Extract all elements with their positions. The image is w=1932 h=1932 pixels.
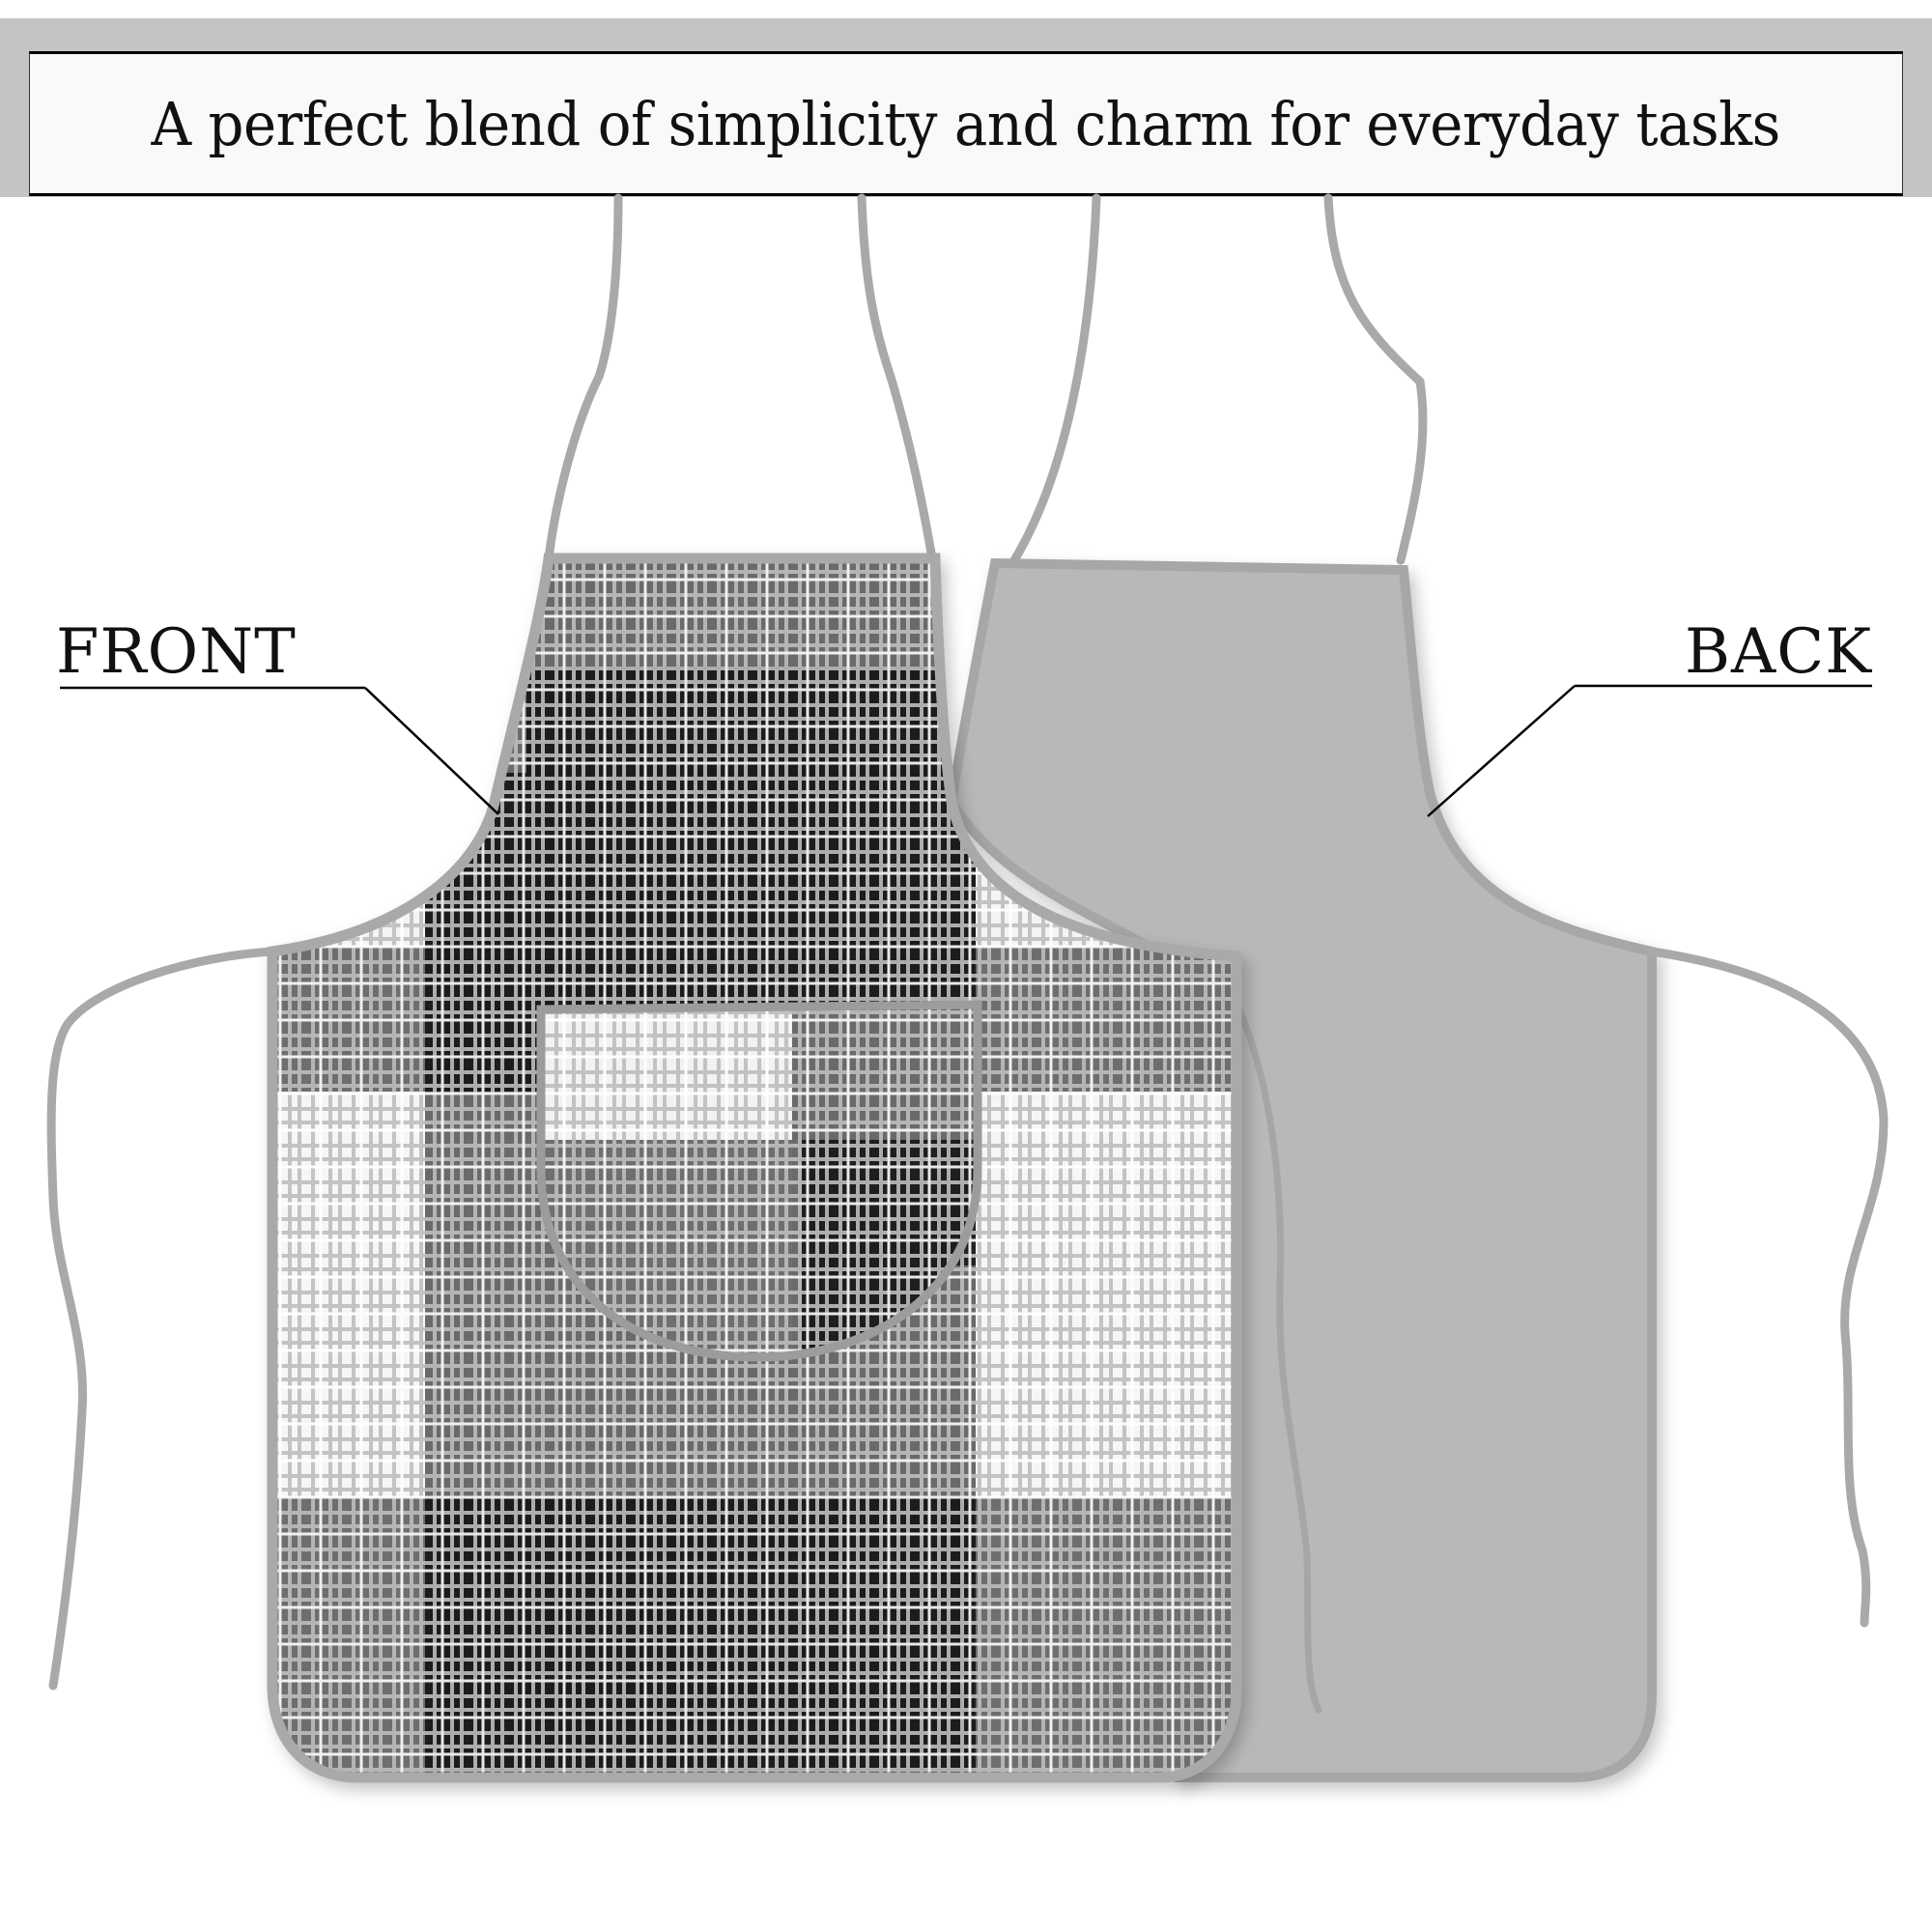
front-neck-strap: [544, 193, 937, 563]
title-banner: A perfect blend of simplicity and charm …: [0, 18, 1932, 197]
banner-title: A perfect blend of simplicity and charm …: [151, 88, 1781, 159]
back-inner-tie: [1233, 1001, 1322, 1714]
back-neck-strap: [1009, 193, 1428, 565]
back-apron: [946, 557, 1657, 1782]
back-callout-line: [1427, 684, 1872, 817]
title-box: A perfect blend of simplicity and charm …: [29, 51, 1903, 196]
front-pocket: [536, 1000, 982, 1362]
front-label: FRONT: [56, 616, 297, 688]
back-waist-tie: [1647, 947, 1889, 1628]
front-waist-tie: [46, 947, 277, 1690]
back-label: BACK: [1684, 616, 1872, 688]
front-callout-line: [60, 686, 499, 815]
